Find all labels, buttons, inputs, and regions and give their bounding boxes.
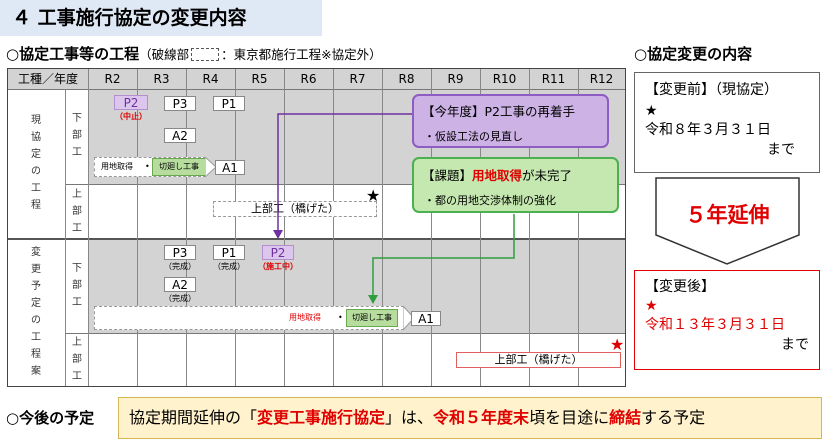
year-header: R12 [589,72,614,86]
table-header-row [8,69,625,89]
after-change-until: まで [781,337,809,353]
grid-line [88,69,89,386]
changed-end-star-icon: ★ [610,335,625,354]
legend-suffix: ：東京都施行工程※協定外） [221,47,382,62]
current-p3-box: P3 [164,96,196,111]
current-arrow-head-icon [205,157,217,177]
grid-line [480,69,481,386]
grid-line [284,69,285,386]
grid-line [529,69,530,386]
grid-line [8,89,625,90]
issue-callout: 【課題】用地取得が未完了 ・都の用地交渉体制の強化 [412,157,619,213]
green-arrow-head-icon [368,295,378,304]
changed-p3-note: （完成） [164,262,196,271]
changed-upper-work-label: 上 部 工 [72,337,82,382]
after-star-icon: ★ [645,298,658,314]
changed-bypass-box: 切廻し工事 [346,309,398,327]
table-corner-header: 工種／年度 [17,72,78,86]
current-a2-box: A2 [164,128,196,143]
changed-p3-box: P3 [164,245,196,260]
changed-p2-box: P2 [262,245,294,260]
before-change-box: 【変更前】（現協定） ★ 令和８年３月３１日 まで [634,72,820,173]
grid-line [65,89,66,386]
purple-arrow-head-icon [273,230,283,239]
issue-callout-title: 【課題】用地取得が未完了 [422,168,573,183]
grid-line [65,333,625,334]
dashed-legend-swatch [191,48,220,61]
changed-bullet: • [338,313,343,322]
current-upper-work-label: 上 部 工 [72,189,82,234]
purple-connector [277,113,412,234]
page-title: ４ 工事施行協定の変更内容 [0,0,322,36]
year-header: R4 [202,72,219,86]
current-end-star-icon: ★ [366,186,381,205]
year-header: R8 [398,72,415,86]
grid-line [431,69,432,386]
current-year-callout-title: 【今年度】P2工事の再着手 [422,104,575,119]
current-p2-note: （中止） [115,112,147,121]
after-change-date: 令和１３年３月３１日 [645,317,785,333]
grid-line [137,69,138,386]
before-change-until: まで [767,142,795,158]
current-plan-label: 現 協 定 の 工 程 [31,115,41,211]
year-header: R3 [153,72,170,86]
changed-a1-box: A1 [411,311,441,326]
before-change-date: 令和８年３月３１日 [645,122,771,138]
before-change-title: 【変更前】（現協定） [645,82,778,98]
extension-label: ５年延伸 [685,203,770,227]
agreement-change-header: ○協定変更の内容 [634,45,753,63]
year-header: R2 [104,72,121,86]
changed-p1-box: P1 [213,245,245,260]
changed-arrow-head-icon [403,306,415,330]
current-p1-box: P1 [213,96,245,111]
current-land-label: 用地取得 [101,162,133,171]
grid-line [186,69,187,386]
current-p2-box: P2 [114,95,148,110]
year-header: R5 [251,72,268,86]
changed-plan-label: 変 更 予 定 の 工 程 案 [31,247,41,377]
future-plan-header: ○今後の予定 [6,409,95,427]
grid-line [333,69,334,386]
year-header: R9 [447,72,464,86]
schedule-header: ○協定工事等の工程（破線部 ：東京都施行工程※協定外） [6,43,382,64]
current-year-callout: 【今年度】P2工事の再着手 ・仮設工法の見直し [412,94,609,148]
green-connector [372,214,515,298]
future-plan-box: 協定期間延伸の「変更工事施行協定」は、令和５年度末頃を目途に締結する予定 [118,397,822,439]
changed-a2-box: A2 [164,277,196,292]
schedule-header-main: ○協定工事等の工程 [6,45,140,63]
grid-line [65,184,625,185]
current-upper-work-bar: 上部工（橋げた） [213,201,377,217]
current-a1-box: A1 [215,160,245,175]
after-change-title: 【変更後】 [645,279,715,295]
before-star-icon: ★ [645,103,658,119]
changed-a2-note: （完成） [164,294,196,303]
extension-arrow-icon [655,177,800,265]
changed-lower-work-label: 下 部 工 [72,263,82,308]
year-header: R6 [300,72,317,86]
year-header: R10 [492,72,517,86]
after-change-box: 【変更後】 ★ 令和１３年３月３１日 まで [634,270,820,370]
grid-line [235,69,236,386]
schedule-table [7,68,626,387]
year-header: R11 [541,72,566,86]
year-header: R7 [349,72,366,86]
changed-p1-note: （完成） [213,262,245,271]
changed-upper-work-bar: 上部工（橋げた） [456,352,621,368]
current-year-callout-item: ・仮設工法の見直し [424,130,523,143]
current-bypass-box: 切廻し工事 [152,158,206,176]
grid-line [382,69,383,386]
current-bullet: • [145,162,150,171]
current-lower-work-label: 下 部 工 [72,113,82,158]
changed-p2-note: （施工中） [258,262,298,271]
issue-callout-item: ・都の用地交渉体制の強化 [424,194,556,207]
grid-line [578,69,579,386]
legend-prefix: （破線部 [139,47,190,62]
grid-line [8,238,625,240]
changed-land-label: 用地取得 [289,313,321,322]
